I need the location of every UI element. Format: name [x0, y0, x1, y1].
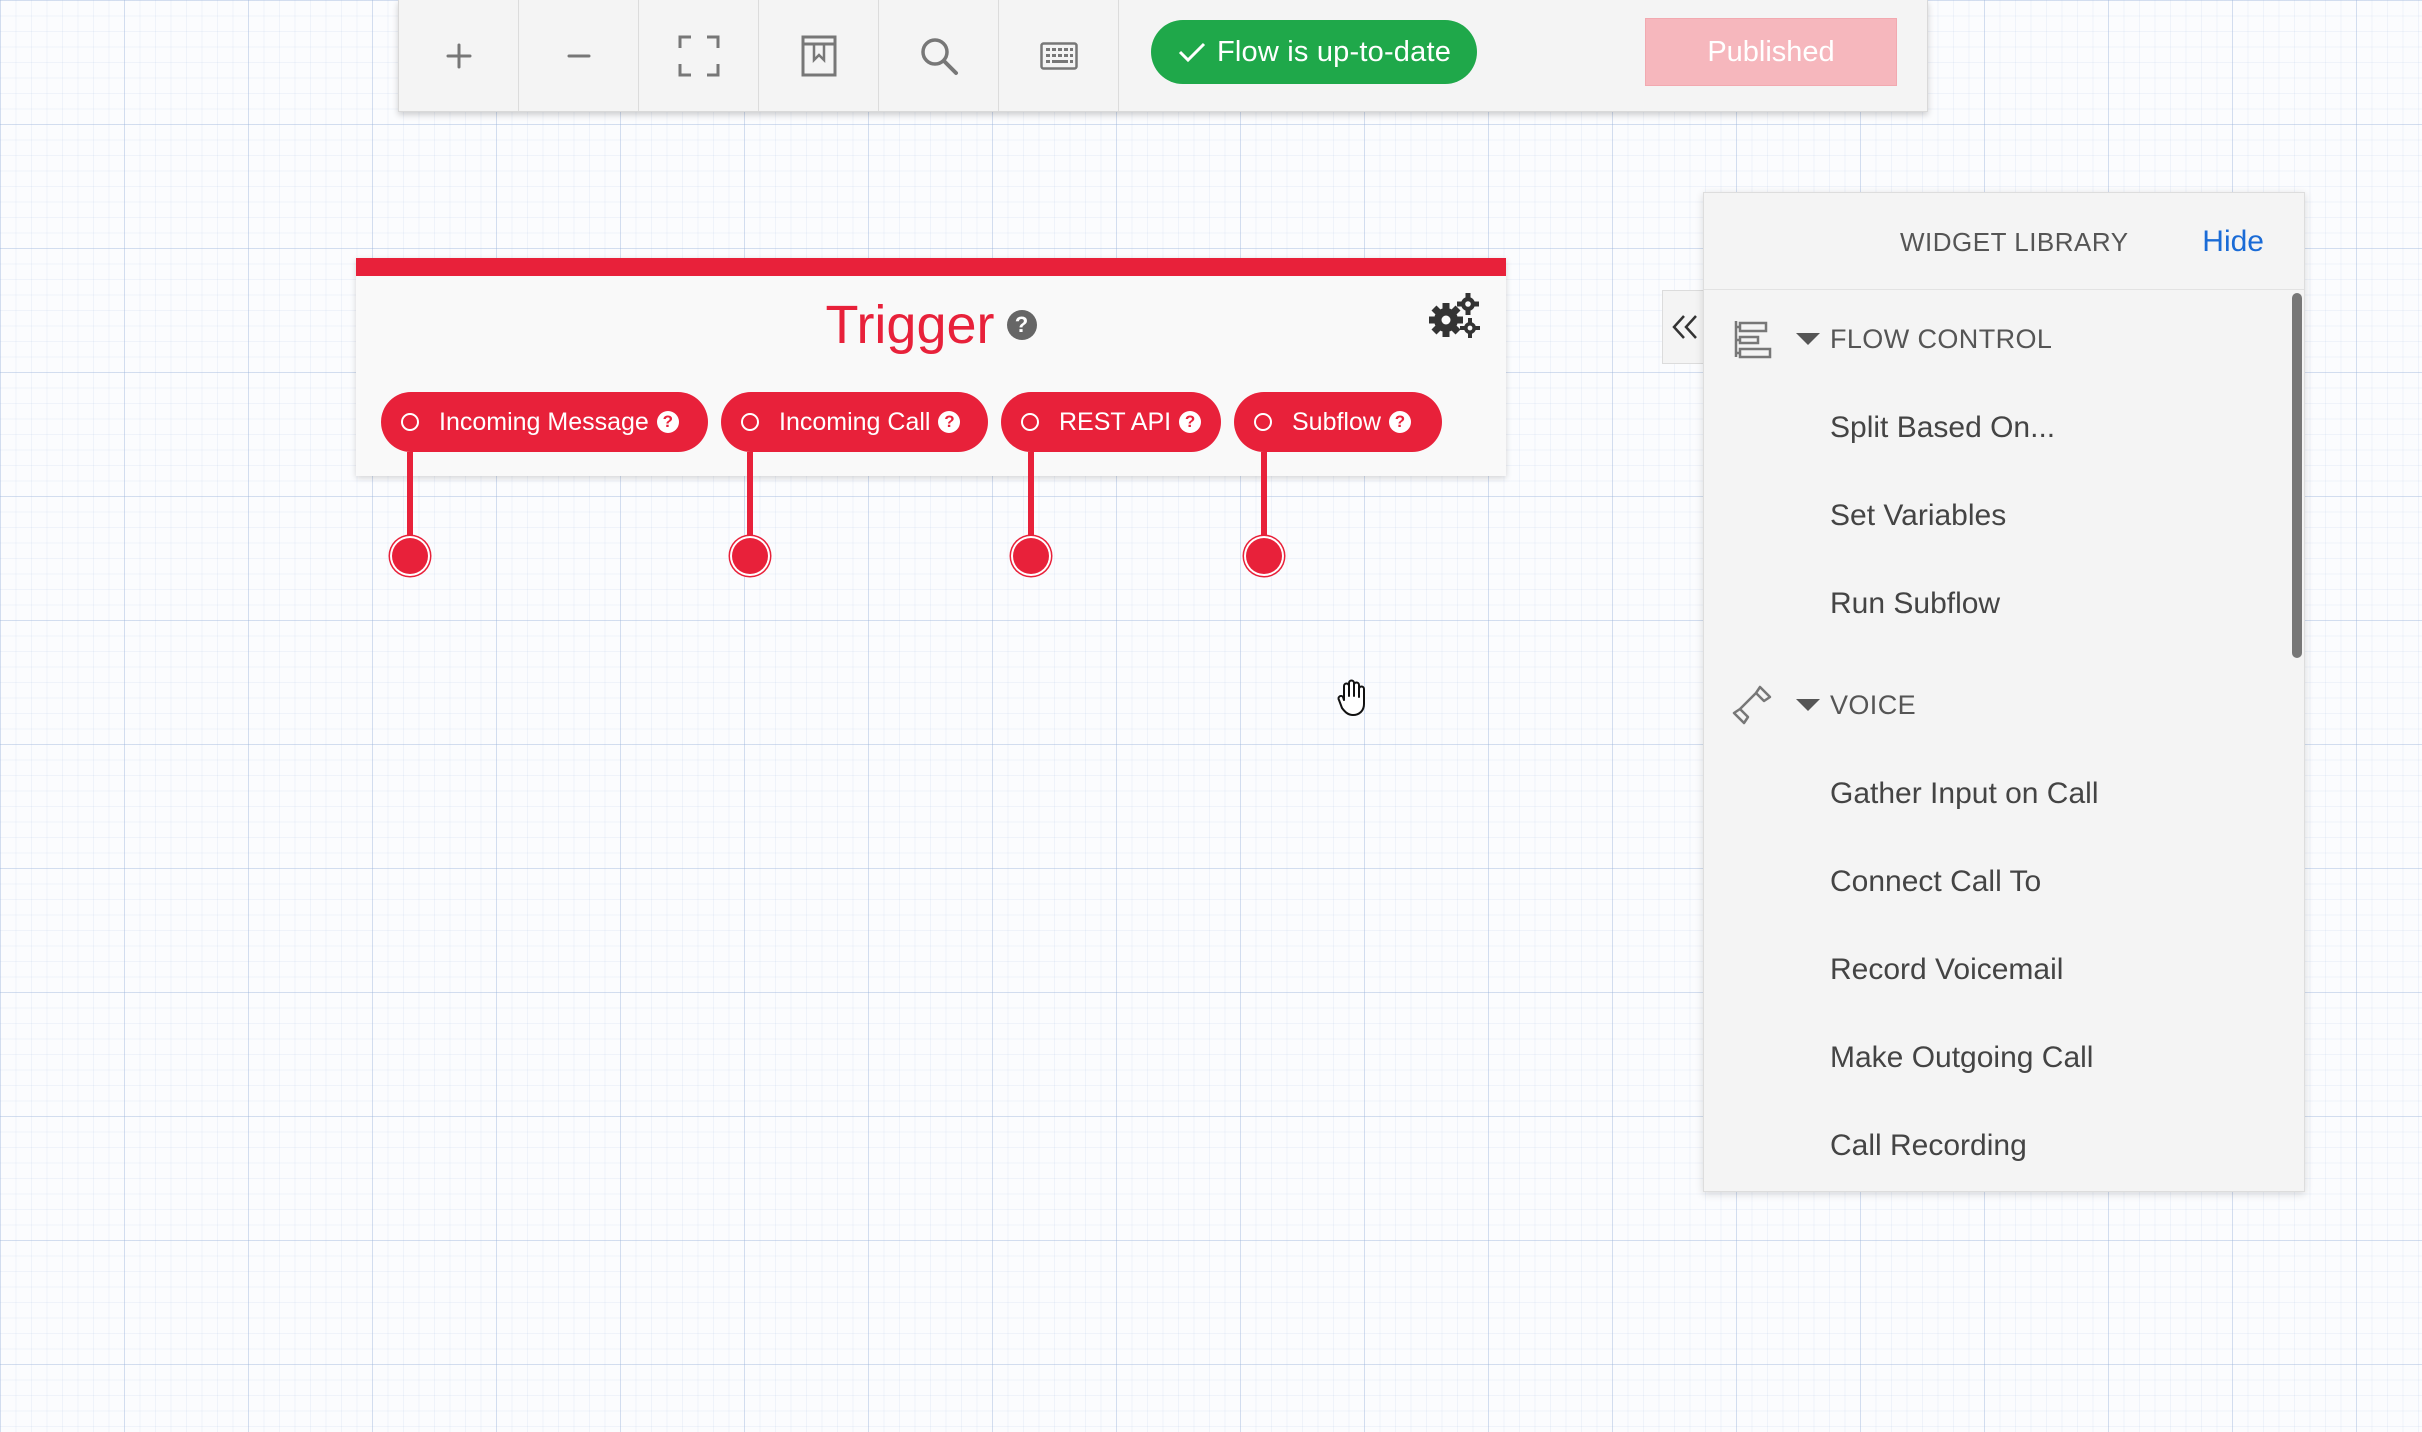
connector-port-subflow[interactable] [1246, 538, 1282, 574]
hand-cursor-icon [1337, 679, 1365, 716]
radio-icon [1254, 413, 1272, 431]
transition-label: REST API [1059, 407, 1172, 436]
widget-library-title: WIDGET LIBRARY [1900, 227, 2129, 257]
help-icon[interactable]: ? [1179, 411, 1202, 433]
section-label: VOICE [1830, 689, 1917, 720]
expand-icon [678, 35, 719, 76]
keyboard-shortcuts-button[interactable] [999, 0, 1119, 111]
widget-call-recording[interactable]: Call Recording [1830, 1129, 2027, 1162]
zoom-out-button[interactable] [519, 0, 639, 111]
caret-down-icon [1796, 699, 1820, 711]
collapse-library-button[interactable] [1662, 290, 1706, 364]
flow-status-label: Flow is up-to-date [1216, 35, 1452, 68]
connector-line [1028, 452, 1034, 542]
bookmark-button[interactable] [759, 0, 879, 111]
transition-label: Incoming Call [779, 407, 931, 436]
zoom-in-button[interactable] [399, 0, 519, 111]
connector-port-incoming-call[interactable] [732, 538, 768, 574]
widget-make-outgoing-call[interactable]: Make Outgoing Call [1830, 1041, 2094, 1074]
transition-rest-api[interactable]: REST API ? [1001, 392, 1221, 452]
section-label: FLOW CONTROL [1830, 323, 2053, 354]
flow-control-icon [1734, 321, 1772, 359]
help-icon[interactable]: ? [1006, 310, 1037, 340]
connector-line [1261, 452, 1267, 542]
trigger-header: Trigger ? [356, 298, 1506, 352]
widget-split-based-on[interactable]: Split Based On... [1830, 411, 2056, 444]
help-icon[interactable]: ? [1388, 411, 1411, 433]
connector-line [407, 452, 413, 542]
minus-icon [567, 54, 590, 57]
caret-down-icon [1796, 333, 1820, 345]
radio-icon [741, 413, 759, 431]
connector-line [747, 452, 753, 542]
search-icon [920, 37, 958, 75]
settings-gears-icon[interactable] [1426, 290, 1482, 342]
widget-gather-input-on-call[interactable]: Gather Input on Call [1830, 777, 2099, 810]
flow-status-badge: Flow is up-to-date [1151, 20, 1477, 84]
phone-icon [1732, 685, 1772, 725]
help-icon[interactable]: ? [656, 411, 679, 433]
widget-set-variables[interactable]: Set Variables [1830, 499, 2007, 532]
transition-incoming-message[interactable]: Incoming Message ? [381, 392, 708, 452]
trigger-title: Trigger [825, 295, 995, 355]
connector-port-rest-api[interactable] [1013, 538, 1049, 574]
connector-port-incoming-message[interactable] [392, 538, 428, 574]
radio-icon [1021, 413, 1039, 431]
widget-library-header: WIDGET LIBRARY Hide [1704, 193, 2304, 290]
transition-label: Incoming Message [439, 407, 649, 436]
library-scrollbar[interactable] [2292, 293, 2302, 658]
help-icon[interactable]: ? [938, 411, 961, 433]
widget-record-voicemail[interactable]: Record Voicemail [1830, 953, 2064, 986]
hide-library-link[interactable]: Hide [2202, 225, 2264, 258]
bookmark-icon [801, 35, 836, 76]
transition-incoming-call[interactable]: Incoming Call ? [721, 392, 988, 452]
checkmark-icon [1178, 42, 1206, 63]
double-chevron-left-icon [1671, 315, 1697, 339]
publish-label: Published [1707, 35, 1835, 68]
publish-button[interactable]: Published [1645, 18, 1897, 86]
radio-icon [401, 413, 419, 431]
canvas-toolbar: Flow is up-to-date Published [398, 0, 1928, 112]
widget-run-subflow[interactable]: Run Subflow [1830, 587, 2001, 620]
widget-library-panel: WIDGET LIBRARY Hide FLOW CONTROL Split B… [1703, 192, 2305, 1192]
keyboard-icon [1039, 41, 1078, 70]
transition-subflow[interactable]: Subflow ? [1234, 392, 1442, 452]
plus-icon [446, 43, 471, 68]
transition-label: Subflow [1292, 407, 1381, 436]
search-button[interactable] [879, 0, 999, 111]
widget-connect-call-to[interactable]: Connect Call To [1830, 865, 2042, 898]
fit-to-screen-button[interactable] [639, 0, 759, 111]
